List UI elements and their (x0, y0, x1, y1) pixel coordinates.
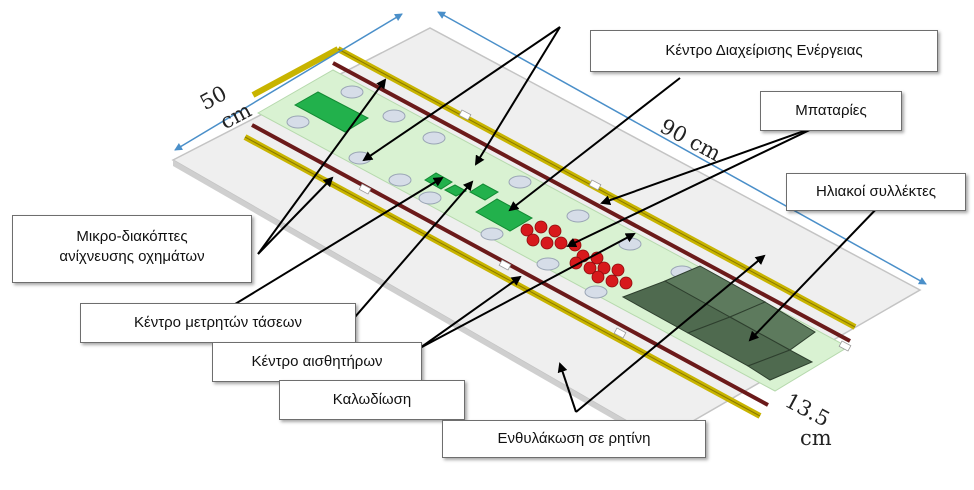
label-voltage-meters-center: Κέντρο μετρητών τάσεων (80, 303, 356, 343)
width-dimension-line (174, 13, 403, 151)
pointer-arrows (221, 26, 883, 413)
label-sensors-center: Κέντρο αισθητήρων (212, 342, 422, 382)
label-solar-collectors: Ηλιακοί συλλέκτες (786, 173, 966, 211)
label-energy-center: Κέντρο Διαχείρισης Ενέργειας (590, 30, 938, 72)
label-micro-switches-line1: Μικρο-διακόπτες (76, 228, 188, 245)
board-edge (173, 160, 660, 446)
label-batteries: Μπαταρίες (760, 91, 902, 131)
label-micro-switches: Μικρο-διακόπτες ανίχνευσης οχημάτων (12, 215, 252, 283)
label-wiring: Καλωδίωση (279, 380, 465, 420)
thickness-unit: cm (800, 426, 832, 450)
label-resin-encapsulation: Ενθυλάκωση σε ρητίνη (442, 420, 706, 458)
label-micro-switches-line2: ανίχνευσης οχημάτων (59, 248, 205, 265)
length-dimension-line (437, 11, 927, 285)
